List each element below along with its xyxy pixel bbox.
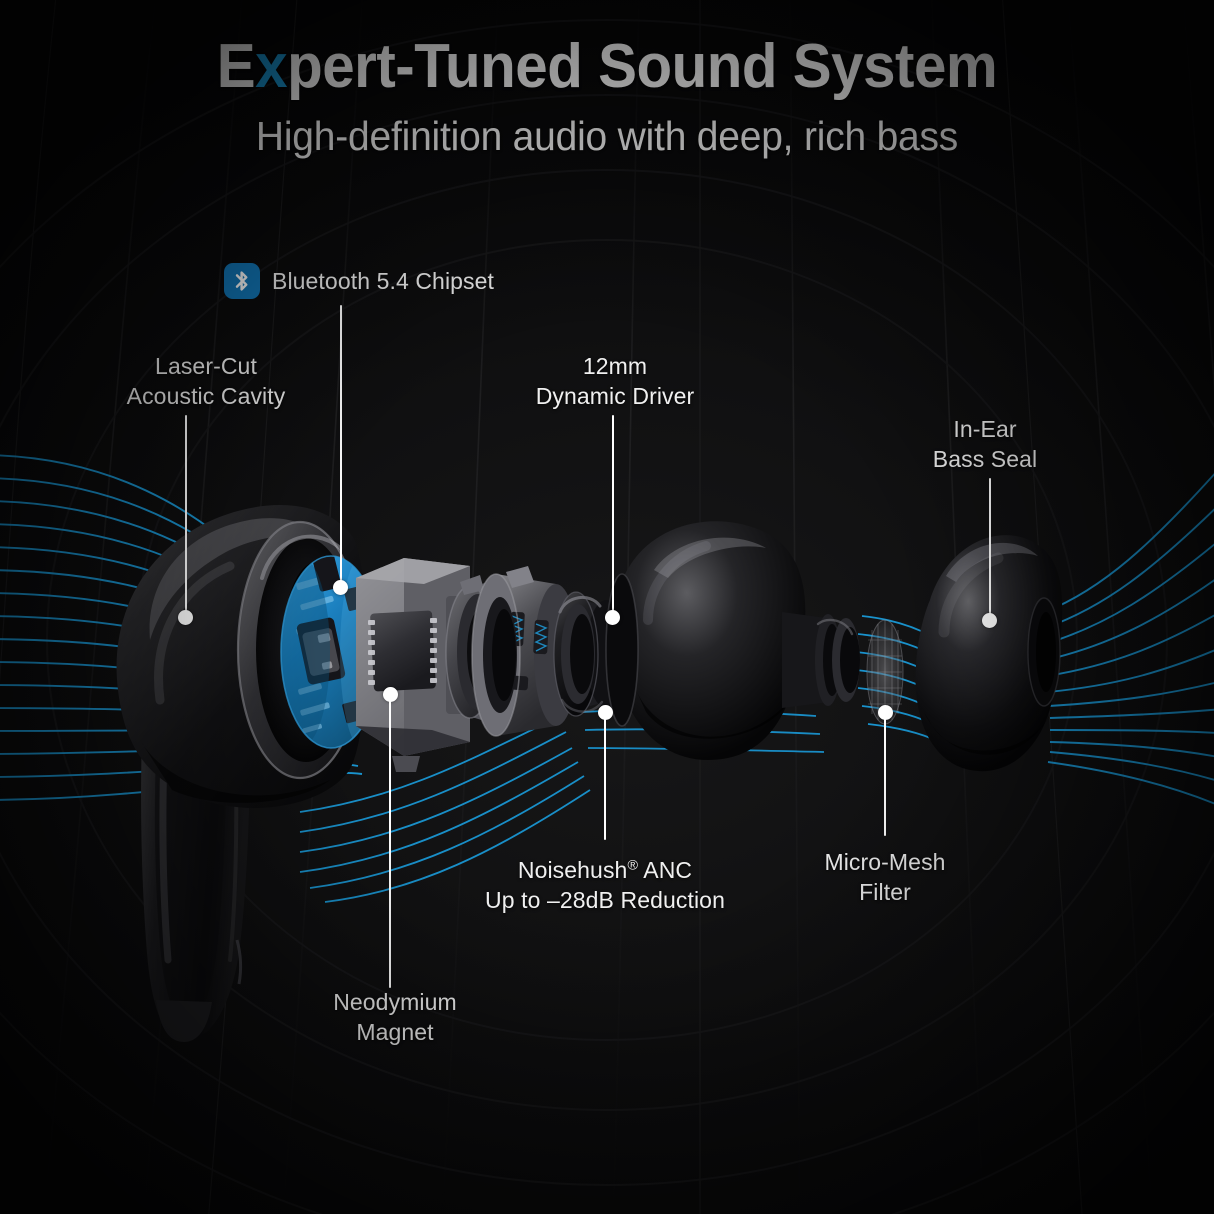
- callout-label-neodymium-magnet: Neodymium Magnet: [295, 988, 495, 1048]
- callout-dot-bluetooth: [333, 580, 348, 595]
- callout-line-2: Bass Seal: [932, 445, 1038, 472]
- callout-line-2: Dynamic Driver: [535, 382, 695, 409]
- callout-line-2: Magnet: [356, 1018, 434, 1045]
- callout-dot-laser-cut: [178, 610, 193, 625]
- leader-line-micro-mesh-filter: [884, 718, 886, 836]
- callout-label-noisehush-anc: Noisehush® ANC Up to –28dB Reduction: [480, 856, 730, 916]
- bluetooth-chipset-badge: Bluetooth 5.4 Chipset: [224, 263, 494, 299]
- leader-line-dynamic-driver: [612, 415, 614, 615]
- nozzle-body: [605, 521, 860, 760]
- callout-line-1: In-Ear: [953, 416, 1017, 442]
- title-segment-1: E: [216, 32, 256, 101]
- callout-line-2: Filter: [859, 878, 911, 905]
- bluetooth-label: Bluetooth 5.4 Chipset: [272, 267, 495, 294]
- callout-label-dynamic-driver: 12mm Dynamic Driver: [490, 352, 740, 412]
- callout-line-2: Acoustic Cavity: [126, 382, 286, 409]
- callout-line-2: Up to –28dB Reduction: [485, 886, 725, 913]
- callout-line-1: 12mm: [582, 353, 648, 379]
- leader-line-in-ear-bass-seal: [989, 478, 991, 618]
- callout-line-1: Laser-Cut: [155, 353, 257, 379]
- anc-suffix: ANC: [638, 857, 693, 883]
- anc-brand: Noisehush: [517, 857, 628, 883]
- callout-line-1: Neodymium: [333, 989, 457, 1015]
- callout-label-in-ear-bass-seal: In-Ear Bass Seal: [880, 415, 1090, 475]
- callout-line-1: Micro-Mesh: [824, 849, 946, 875]
- callout-label-laser-cut-acoustic-cavity: Laser-Cut Acoustic Cavity: [86, 352, 326, 412]
- callout-label-micro-mesh-filter: Micro-Mesh Filter: [785, 848, 985, 908]
- callout-line-1: Noisehush® ANC: [518, 857, 692, 883]
- callout-dot-dynamic-driver: [605, 610, 620, 625]
- bluetooth-icon: [224, 263, 260, 299]
- title-segment-2: pert-Tuned Sound System: [287, 32, 998, 101]
- page-subtitle: High-definition audio with deep, rich ba…: [255, 113, 959, 160]
- leader-line-laser-cut: [185, 415, 187, 615]
- registered-trademark-icon: ®: [627, 857, 639, 874]
- leader-line-bluetooth: [340, 305, 342, 585]
- leader-line-neodymium-magnet: [389, 700, 391, 988]
- title-accent-letter: x: [255, 32, 288, 101]
- leader-line-noisehush-anc: [604, 718, 606, 840]
- header: Expert-Tuned Sound System High-definitio…: [0, 34, 1214, 160]
- page-title: Expert-Tuned Sound System: [36, 34, 1177, 99]
- callout-dot-in-ear-bass-seal: [982, 613, 997, 628]
